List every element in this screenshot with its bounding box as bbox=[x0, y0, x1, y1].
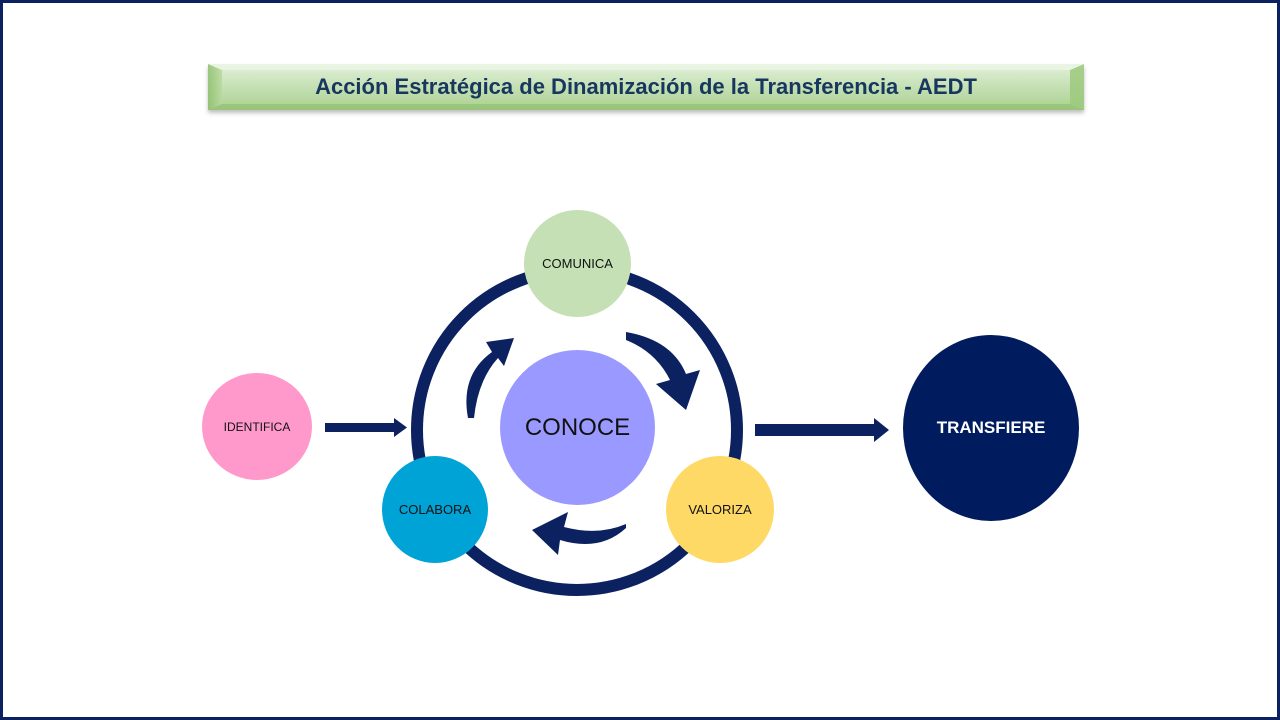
curved-arrow-icon bbox=[532, 512, 626, 555]
conoce-label: CONOCE bbox=[524, 413, 631, 441]
valoriza-label: VALORIZA bbox=[688, 502, 752, 517]
comunica-label: COMUNICA bbox=[542, 256, 613, 271]
right-arrow-icon bbox=[755, 418, 889, 442]
right-arrow-icon bbox=[325, 418, 407, 437]
transfiere-node: TRANSFIERE bbox=[903, 335, 1079, 521]
curved-arrow-icon bbox=[466, 338, 514, 418]
curved-arrow-icon bbox=[626, 332, 700, 410]
valoriza-node: VALORIZA bbox=[666, 456, 774, 563]
comunica-node: COMUNICA bbox=[524, 210, 631, 317]
page-title: Acción Estratégica de Dinamización de la… bbox=[315, 74, 977, 99]
transfiere-label: TRANSFIERE bbox=[936, 418, 1046, 437]
colabora-label: COLABORA bbox=[398, 502, 472, 517]
title-banner-shape bbox=[208, 64, 1084, 110]
identifica-label: IDENTIFICA bbox=[223, 419, 291, 434]
conoce-node: CONOCE bbox=[500, 350, 655, 505]
colabora-node: COLABORA bbox=[382, 456, 488, 563]
identifica-node: IDENTIFICA bbox=[202, 373, 312, 480]
title-banner: Acción Estratégica de Dinamización de la… bbox=[208, 64, 1084, 110]
